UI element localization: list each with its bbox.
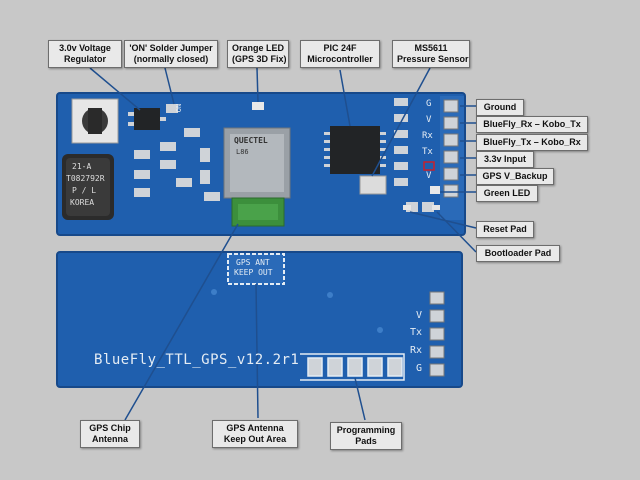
buzzer-text-3: P / L <box>72 186 97 195</box>
bottom-pin-label-rx: Rx <box>410 345 423 356</box>
leader-lines <box>89 67 477 421</box>
jumper-silkscreen: ON <box>175 103 184 113</box>
top-pin-label-v: V <box>426 115 432 125</box>
keep-out-text-2: KEEP OUT <box>234 268 273 277</box>
callout-green-led: Green LED <box>476 185 538 202</box>
callout-reset-pad: Reset Pad <box>476 221 534 238</box>
top-pin-label-g: G <box>426 99 432 109</box>
callout-solder-jumper: 'ON' Solder Jumper(normally closed) <box>124 40 218 68</box>
gps-module-brand: QUECTEL <box>234 136 268 145</box>
top-pin-label-v2: V <box>426 171 432 181</box>
ms5611-pressure-sensor <box>359 175 387 195</box>
buzzer-text-2: T082792R <box>66 174 105 183</box>
bottom-pin-label-g: G <box>416 363 423 374</box>
callout-ground: Ground <box>476 99 524 116</box>
callout-orange-led: Orange LED(GPS 3D Fix) <box>227 40 289 68</box>
callout-bluefly-rx: BlueFly_Rx – Kobo_Tx <box>476 116 588 133</box>
top-header-pads <box>443 99 459 198</box>
callout-gps-backup: GPS V_Backup <box>476 168 554 185</box>
solder-jumper <box>166 104 178 113</box>
keep-out-text-1: GPS ANT <box>236 258 270 267</box>
buzzer-text-4: KOREA <box>70 198 95 207</box>
callout-bluefly-tx: BlueFly_Tx – Kobo_Rx <box>476 134 588 151</box>
top-pin-label-rx: Rx <box>422 131 433 141</box>
programming-pads-row <box>307 357 403 377</box>
buzzer-text-1: 21-A <box>72 162 92 171</box>
board-silkscreen-title: BlueFly_TTL_GPS_v12.2r1 <box>94 352 300 368</box>
green-led <box>430 186 440 194</box>
callout-bootloader-pad: Bootloader Pad <box>476 245 560 262</box>
bottom-pin-label-v: V <box>416 310 423 321</box>
reset-button <box>71 98 119 144</box>
red-marker <box>423 161 435 171</box>
top-pin-label-tx: Tx <box>422 147 433 157</box>
pic24f-microcontroller <box>330 126 380 174</box>
bottom-header-pads <box>429 291 445 377</box>
gps-module-model: L86 <box>236 148 249 156</box>
voltage-regulator-chip <box>134 108 160 130</box>
bottom-pin-label-tx: Tx <box>410 327 423 338</box>
orange-led <box>252 102 264 110</box>
callout-3v3-input: 3.3v Input <box>476 151 534 168</box>
